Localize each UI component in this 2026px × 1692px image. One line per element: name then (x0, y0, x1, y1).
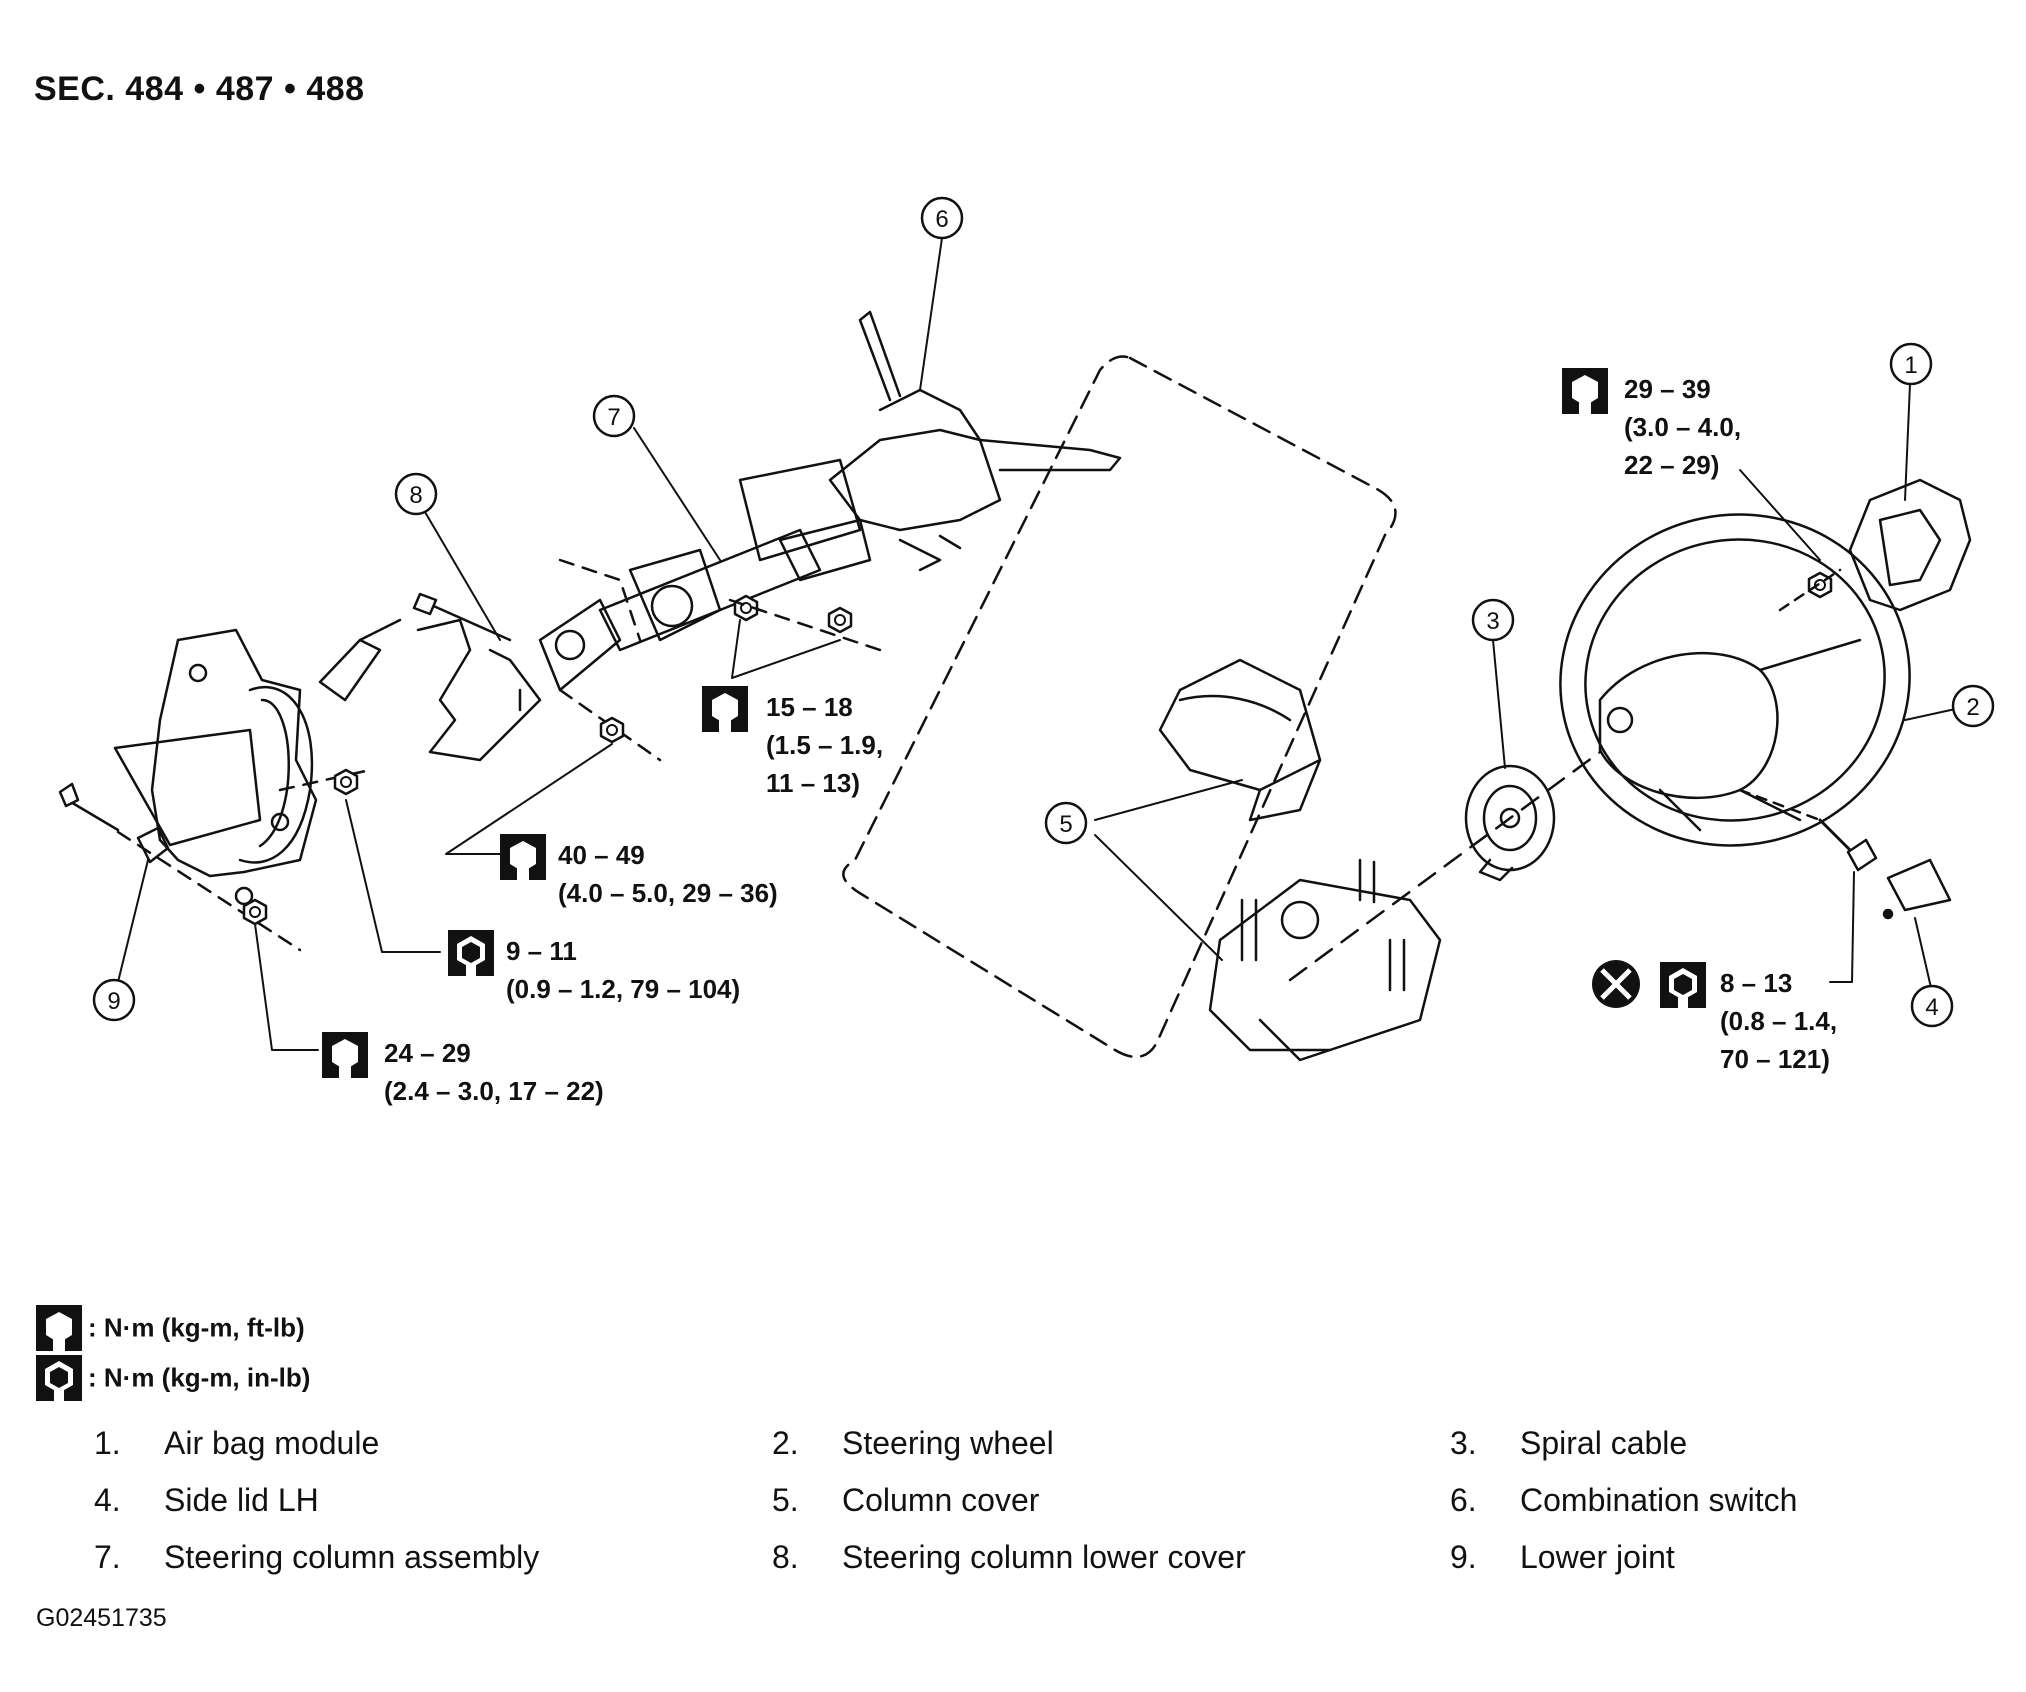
callout-9-label: 9 (107, 988, 120, 1015)
part-name: Side lid LH (164, 1482, 319, 1518)
part-number: 4. (94, 1482, 121, 1518)
part-number: 2. (772, 1425, 799, 1461)
lower-joint-clamp (136, 826, 170, 864)
torque-4-line1: 9 – 11 (506, 936, 577, 966)
part-name: Lower joint (1520, 1539, 1675, 1575)
part-number: 3. (1450, 1425, 1477, 1461)
callout-3-label: 3 (1486, 608, 1499, 635)
callout-1 (1889, 342, 1933, 386)
torque-6-line3: 70 – 121) (1720, 1044, 1830, 1074)
part-name: Steering column assembly (164, 1539, 540, 1575)
part-name: Air bag module (164, 1425, 380, 1461)
column-tube (598, 528, 822, 652)
part-number: 6. (1450, 1482, 1477, 1518)
side-lid-lh (1886, 858, 1952, 912)
torque-6-line2: (0.8 – 1.4, (1720, 1006, 1837, 1036)
shaft-end (318, 638, 382, 702)
combination-switch-body (828, 428, 1002, 532)
callout-2-label: 2 (1966, 694, 1979, 721)
callout-8-label: 8 (409, 482, 422, 509)
torque-3-line2: (4.0 – 5.0, 29 – 36) (558, 878, 778, 908)
torque-2-line2: (1.5 – 1.9, (766, 730, 883, 760)
part-number: 7. (94, 1539, 121, 1575)
torque-1-line2: (3.0 – 4.0, (1624, 412, 1741, 442)
column-mount (628, 548, 722, 642)
air-bag-module (1848, 478, 1972, 612)
torque-4-line2: (0.9 – 1.2, 79 – 104) (506, 974, 740, 1004)
legend-inlb-text: : N·m (kg-m, in-lb) (88, 1362, 311, 1393)
part-name: Steering wheel (842, 1425, 1054, 1461)
lower-joint-duct (113, 728, 262, 847)
torque-ftlb-icon (500, 834, 546, 880)
part-number: 9. (1450, 1539, 1477, 1575)
section-title: SEC. 484 • 487 • 488 (34, 70, 365, 108)
torque-inlb-icon (36, 1355, 82, 1401)
part-number: 1. (94, 1425, 121, 1461)
bracket-hole-low (234, 886, 254, 906)
lower-cover-outline (416, 618, 542, 762)
callout-6 (920, 196, 964, 240)
boot-rim (238, 685, 314, 864)
part-name: Combination switch (1520, 1482, 1798, 1518)
switch-lever-right (978, 438, 1122, 472)
bracket-hole-top (188, 663, 208, 683)
callout-3 (1471, 598, 1515, 642)
callout-5-label: 5 (1059, 811, 1072, 838)
torque-3-line1: 40 – 49 (558, 840, 645, 870)
callout-4-label: 4 (1925, 994, 1938, 1021)
callout-7-label: 7 (607, 404, 620, 431)
steering-wheel-rim (1559, 513, 1911, 847)
torque-ftlb-icon (322, 1032, 368, 1078)
column-cover-upper (1158, 658, 1322, 792)
torque-5-line2: (2.4 – 3.0, 17 – 22) (384, 1076, 604, 1106)
callout-6-label: 6 (935, 206, 948, 233)
column-cover-lower (1208, 878, 1442, 1052)
part-name: Spiral cable (1520, 1425, 1688, 1461)
switch-lever-left (858, 310, 902, 402)
torque-ftlb-icon (702, 686, 748, 732)
torque-2-line3: 11 – 13) (766, 768, 860, 798)
callout-9 (92, 978, 136, 1022)
column-upper-bracket (738, 458, 862, 562)
universal-joint (538, 598, 622, 692)
do-not-reuse-icon (1592, 960, 1640, 1008)
column-cover-outline (842, 355, 1397, 1059)
part-name: Steering column lower cover (842, 1539, 1246, 1575)
callout-8 (394, 472, 438, 516)
legend-ftlb: : N·m (kg-m, ft-lb) (36, 1305, 305, 1351)
torque-inlb-icon (1660, 962, 1706, 1008)
steering-wheel-hub (1598, 651, 1779, 800)
torque-2-line1: 15 – 18 (766, 692, 853, 722)
part-name: Column cover (842, 1482, 1040, 1518)
callout-7 (592, 394, 636, 438)
dash-bracket-outline (150, 628, 318, 878)
torque-1-line1: 29 – 39 (1624, 374, 1711, 404)
callout-1-label: 1 (1904, 352, 1917, 379)
torque-5-line1: 24 – 29 (384, 1038, 471, 1068)
legend-inlb: : N·m (kg-m, in-lb) (36, 1355, 310, 1401)
callout-2 (1951, 684, 1995, 728)
torque-inlb-icon (448, 930, 494, 976)
torque-6-line1: 8 – 13 (1720, 968, 1792, 998)
legend-ftlb-text: : N·m (kg-m, ft-lb) (88, 1312, 305, 1343)
callout-4 (1910, 984, 1954, 1028)
bracket-hole-bottom (270, 812, 290, 832)
part-number: 8. (772, 1539, 799, 1575)
figure-id: G02451735 (36, 1604, 167, 1632)
leader-lines (117, 237, 1961, 1051)
torque-ftlb-icon (1562, 368, 1608, 414)
part-number: 5. (772, 1482, 799, 1518)
callout-5 (1044, 801, 1088, 845)
torque-ftlb-icon (36, 1305, 82, 1351)
torque-1-line3: 22 – 29) (1624, 450, 1719, 480)
